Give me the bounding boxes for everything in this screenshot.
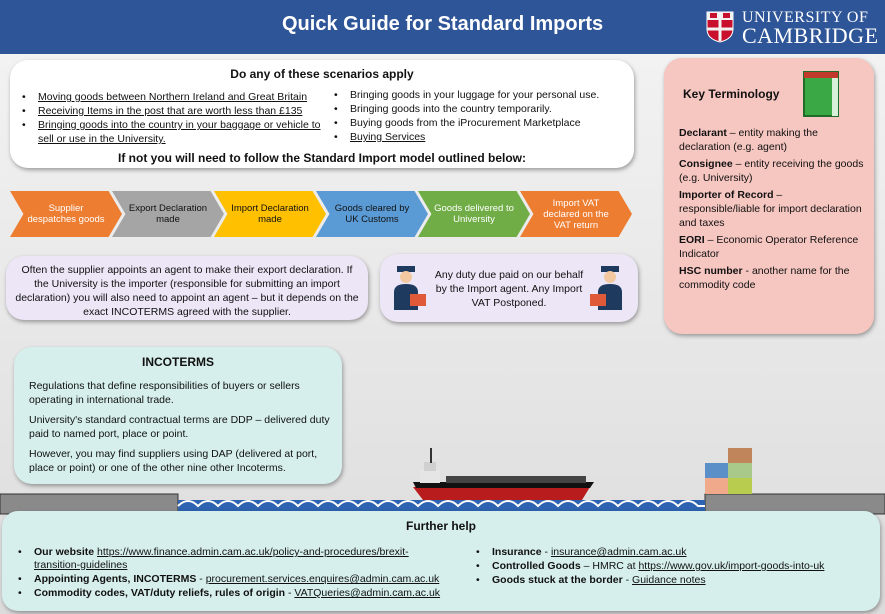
flow-step-delivered: Goods delivered to University (418, 191, 530, 237)
flow-step-label: Goods delivered to University (434, 203, 514, 225)
list-item: Buying goods from the iProcurement Marke… (326, 116, 626, 130)
agent-note-text: Often the supplier appoints an agent to … (15, 264, 359, 318)
scenario-text: Bringing goods into the country temporar… (350, 103, 552, 115)
website-link[interactable]: https://www.finance.admin.cam.ac.uk/poli… (34, 546, 409, 571)
scenarios-left-list: Moving goods between Northern Ireland an… (14, 90, 338, 146)
flow-step-label: Import VAT declared on the VAT return (543, 197, 609, 231)
list-item: Bringing goods into the country in your … (14, 118, 338, 146)
incoterms-paragraph: Regulations that define responsibilities… (29, 380, 300, 406)
terminology-panel: Key Terminology Declarant – entity makin… (664, 58, 874, 334)
scenarios-panel: Do any of these scenarios apply Moving g… (10, 60, 634, 168)
customs-officer-icon (394, 266, 426, 310)
book-icon (803, 71, 839, 117)
scenarios-right-list: Bringing goods in your luggage for your … (326, 88, 626, 144)
duty-note-text: Any duty due paid on our behalf by the I… (434, 269, 584, 309)
list-item: Bringing goods into the country temporar… (326, 102, 626, 116)
help-right-list: Insurance - insurance@admin.cam.ac.uk Co… (470, 546, 830, 588)
logo-line1: UNIVERSITY OF (742, 9, 869, 26)
term-item: EORI – Economic Operator Reference Indic… (679, 234, 859, 260)
guidance-notes-link[interactable]: Guidance notes (632, 574, 706, 586)
flow-step-label: Export Declaration made (128, 203, 208, 225)
procurement-email-link[interactable]: procurement.services.enquires@admin.cam.… (205, 573, 440, 585)
flow-step-import: Import Declaration made (214, 191, 326, 237)
flow-step-label: Supplier despatches goods (27, 203, 105, 225)
flow-step-supplier: Supplier despatches goods (10, 191, 122, 237)
flow-step-export: Export Declaration made (112, 191, 224, 237)
incoterms-paragraph: University's standard contractual terms … (29, 414, 330, 440)
cargo-ship-icon (413, 448, 594, 500)
scenario-text: Bringing goods in your luggage for your … (350, 89, 600, 101)
duty-note-panel: Any duty due paid on our behalf by the I… (380, 254, 638, 322)
scenario-link[interactable]: Receiving Items in the post that are wor… (38, 105, 303, 117)
insurance-email-link[interactable]: insurance@admin.cam.ac.uk (550, 546, 687, 558)
scenario-link[interactable]: Bringing goods into the country in your … (38, 119, 321, 145)
vat-email-link[interactable]: VATQueries@admin.cam.ac.uk (294, 587, 441, 599)
crest-icon (706, 11, 734, 43)
agent-note-panel: Often the supplier appoints an agent to … (6, 256, 368, 320)
header-banner: Quick Guide for Standard Imports UNIVERS… (0, 0, 885, 54)
list-item: Moving goods between Northern Ireland an… (14, 90, 338, 104)
list-item: Commodity codes, VAT/duty reliefs, rules… (12, 587, 452, 600)
flow-step-label: Import Declaration made (231, 203, 309, 225)
list-item: Goods stuck at the border - Guidance not… (470, 574, 830, 587)
flow-step-label: Goods cleared by UK Customs (334, 203, 410, 225)
customs-officer-icon (590, 266, 622, 310)
list-item: Our website https://www.finance.admin.ca… (12, 546, 452, 572)
list-item: Receiving Items in the post that are wor… (14, 104, 338, 118)
logo-line2: CAMBRIDGE (742, 23, 879, 48)
help-heading: Further help (405, 519, 476, 533)
further-help-panel: Further help Our website https://www.fin… (2, 511, 880, 611)
scenarios-heading: Do any of these scenarios apply (230, 67, 414, 81)
list-item: Controlled Goods – HMRC at https://www.g… (470, 560, 830, 573)
scenario-text: Buying goods from the iProcurement Marke… (350, 117, 581, 129)
flow-step-customs: Goods cleared by UK Customs (316, 191, 428, 237)
import-process-flow: Supplier despatches goods Export Declara… (10, 191, 634, 237)
incoterms-body: Regulations that define responsibilities… (29, 379, 334, 481)
list-item: Bringing goods in your luggage for your … (326, 88, 626, 102)
list-item: Insurance - insurance@admin.cam.ac.uk (470, 546, 830, 559)
term-item: Importer of Record – responsible/liable … (679, 189, 862, 229)
flow-step-vat: Import VAT declared on the VAT return (520, 191, 632, 237)
term-item: Consignee – entity receiving the goods (… (679, 158, 864, 184)
help-left-list: Our website https://www.finance.admin.ca… (12, 546, 452, 601)
scenarios-footer: If not you will need to follow the Stand… (118, 151, 526, 165)
page-title: Quick Guide for Standard Imports (282, 13, 604, 35)
containers-icon (705, 448, 752, 494)
list-item: Appointing Agents, INCOTERMS - procureme… (12, 573, 452, 586)
term-item: HSC number - another name for the commod… (679, 265, 850, 291)
incoterms-heading: INCOTERMS (142, 355, 214, 369)
scenario-link[interactable]: Buying Services (350, 131, 426, 143)
terminology-list: Declarant – entity making the declaratio… (679, 126, 865, 295)
incoterms-panel: INCOTERMS Regulations that define respon… (14, 347, 342, 484)
incoterms-paragraph: However, you may find suppliers using DA… (29, 448, 318, 474)
scenario-link[interactable]: Moving goods between Northern Ireland an… (38, 91, 308, 103)
terminology-heading: Key Terminology (683, 87, 780, 101)
term-item: Declarant – entity making the declaratio… (679, 127, 818, 153)
gov-import-link[interactable]: https://www.gov.uk/import-goods-into-uk (638, 560, 825, 572)
list-item: Buying Services (326, 130, 626, 144)
